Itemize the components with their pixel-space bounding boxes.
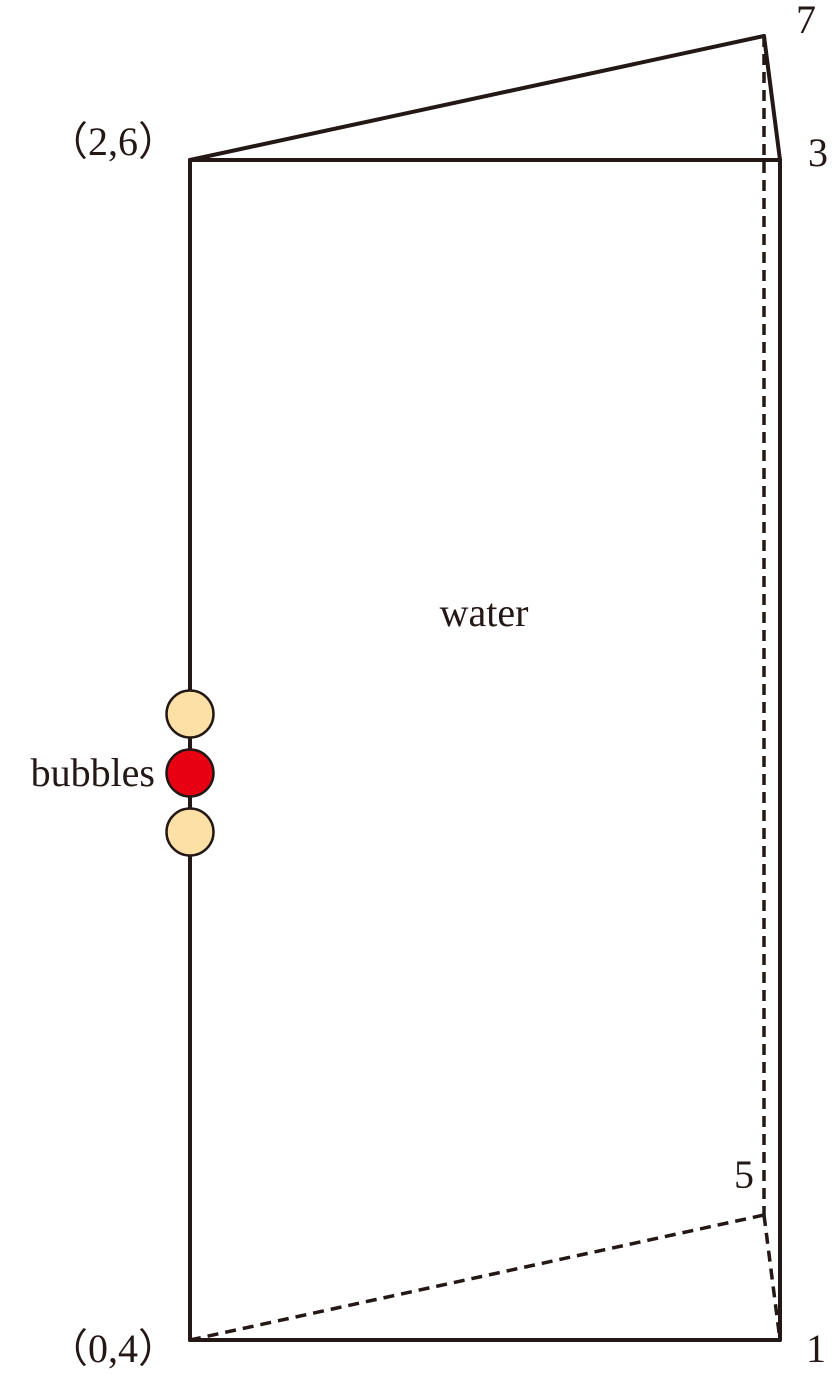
label-corner-top-right-front: 3 <box>808 130 828 175</box>
label-corner-bottom-right-back: 5 <box>734 1152 754 1197</box>
label-medium-water: water <box>440 590 529 635</box>
bubble-upper <box>165 689 215 739</box>
label-bubbles: bubbles <box>31 750 155 795</box>
label-corner-top-right-back: 7 <box>796 0 816 42</box>
hidden-edge-bottom-right <box>762 1214 782 1341</box>
label-corner-bottom-left: （0,4） <box>48 1326 178 1371</box>
bubble-lower <box>165 807 215 857</box>
label-corner-bottom-right-front: 1 <box>806 1326 826 1371</box>
edge-top-right <box>762 34 782 162</box>
edge-top-back <box>188 34 766 162</box>
label-corner-top-left: （2,6） <box>48 119 178 164</box>
hidden-edge-bottom-back <box>189 1213 765 1342</box>
bubble-center <box>165 748 215 798</box>
